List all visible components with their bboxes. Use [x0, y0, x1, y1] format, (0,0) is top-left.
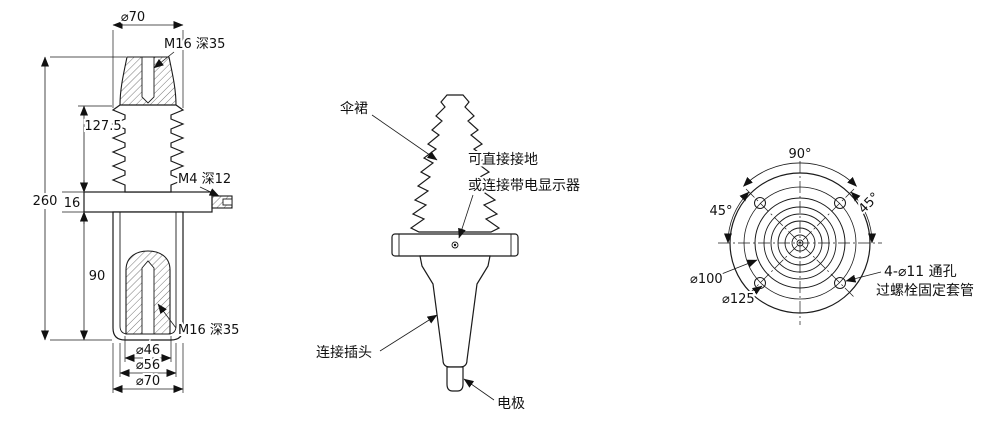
dim-text-90deg: 90°: [788, 147, 811, 162]
left-view-section: ⌀70 M16 深35 127.5 260 16 M4 深12 90 M16 深…: [31, 8, 241, 393]
label-bolt-holes: 4-⌀11 通孔: [884, 264, 957, 280]
leader-m4: [199, 186, 220, 197]
left-dimension-lines: [41, 21, 184, 393]
middle-leader-lines: [371, 114, 495, 401]
bolt-hole: [754, 197, 766, 209]
leader-ground: [458, 194, 474, 239]
dim-text-d125: ⌀125: [722, 292, 755, 307]
label-electrode: 电极: [497, 396, 525, 412]
flange-section: [83, 191, 213, 213]
leader-d100: [718, 259, 758, 276]
dim-text-16: 16: [64, 196, 81, 211]
right-view-top: 90° 45° 45° ⌀100 ⌀125 4-⌀11 通孔 过螺栓固定套管: [688, 145, 976, 325]
arc-90deg: [743, 162, 857, 187]
dim-text-m16-bottom: M16 深35: [178, 323, 239, 338]
bottom-threaded-hole: [141, 260, 155, 335]
bolt-hole: [754, 277, 766, 289]
skirt-circle: [770, 213, 830, 273]
skirt-circle: [791, 234, 809, 252]
bolt-hole: [834, 197, 846, 209]
ground-point-ring: [451, 241, 459, 249]
insulator-skirt-section: [111, 104, 185, 193]
left-leader-lines: [153, 51, 220, 329]
leader-plug: [379, 314, 438, 352]
leader-skirt: [371, 114, 438, 161]
skirt-circle: [763, 206, 837, 280]
right-leader-lines: [718, 259, 882, 298]
side-stud-hole: [222, 198, 233, 206]
dim-text-d100: ⌀100: [690, 272, 723, 287]
skirt-circle: [784, 227, 816, 259]
leader-m16-bottom: [157, 303, 177, 329]
leader-m16-top: [153, 51, 175, 69]
center-hole-circle: [796, 239, 804, 247]
dim-text-d70-top: ⌀70: [121, 10, 145, 25]
arc-45deg-left: [723, 191, 750, 244]
dim-text-260: 260: [33, 194, 58, 209]
dim-text-d56: ⌀56: [136, 358, 160, 373]
label-skirt: 伞裙: [340, 100, 368, 117]
dim-text-m4: M4 深12: [178, 172, 231, 187]
leader-bolt-holes: [845, 271, 882, 283]
dim-text-m16-top: M16 深35: [164, 37, 225, 52]
skirt-circle: [777, 220, 823, 266]
dim-text-127: 127.5: [84, 119, 121, 134]
label-ground-line2: 或连接带电显示器: [468, 177, 580, 194]
top-threaded-hole: [141, 56, 155, 104]
dim-text-90: 90: [89, 269, 106, 284]
bolt-hole: [834, 277, 846, 289]
dim-text-d70-bottom: ⌀70: [136, 374, 160, 389]
connection-plug-cone: [419, 255, 491, 368]
middle-view-elevation: 伞裙 可直接接地 或连接带电显示器 连接插头 电极: [314, 94, 582, 414]
threaded-skirt-profile: [409, 94, 501, 233]
arc-45deg-right: [850, 191, 877, 244]
dim-text-d46: ⌀46: [136, 343, 160, 358]
label-bolt-sleeve: 过螺栓固定套管: [876, 283, 974, 299]
dim-text-45deg-left: 45°: [709, 204, 732, 219]
label-ground-line1: 可直接接地: [468, 151, 538, 168]
leader-electrode: [463, 378, 495, 401]
electrode-tip: [446, 366, 464, 392]
circle-d100: [754, 197, 846, 289]
leader-d125: [745, 285, 763, 298]
dim-text-45deg-right: 45°: [856, 190, 883, 217]
ground-point-dot: [453, 243, 457, 247]
label-plug: 连接插头: [316, 344, 372, 361]
